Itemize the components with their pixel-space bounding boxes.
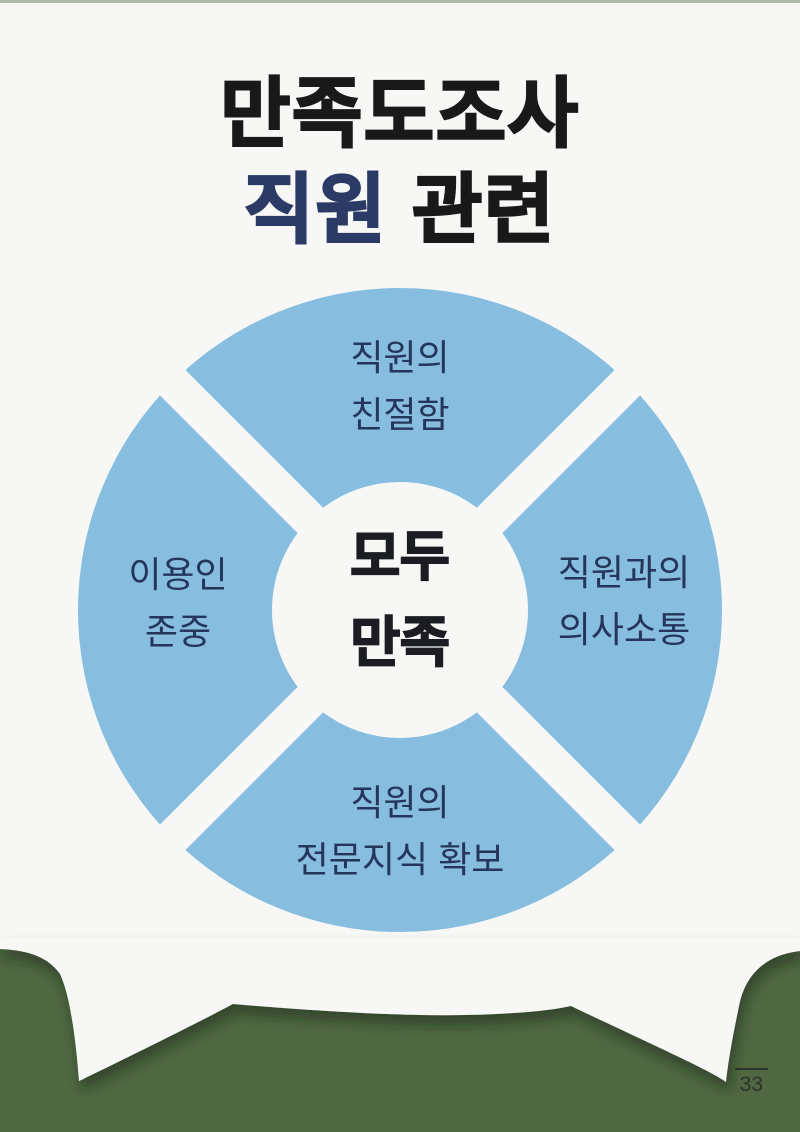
- quadrant-left-line2: 존중: [144, 611, 212, 652]
- quadrant-label-left: 이용인 존중: [53, 546, 303, 660]
- title-rest-word: 관련: [411, 167, 556, 255]
- page-title: 만족도조사 직원 관련: [0, 64, 800, 256]
- quadrant-top-line2: 친절함: [350, 394, 450, 435]
- speech-bubble-shape: [0, 938, 800, 1082]
- center-label-line2: 만족: [349, 612, 450, 674]
- quadrant-label-top: 직원의 친절함: [250, 329, 550, 443]
- quadrant-left-line1: 이용인: [128, 554, 228, 595]
- quadrant-label-right: 직원과의 의사소통: [494, 544, 754, 658]
- page-title-line1: 만족도조사: [219, 71, 580, 159]
- quadrant-bottom-line1: 직원의: [350, 782, 450, 823]
- center-label-line1: 모두: [349, 526, 450, 588]
- title-highlight-word: 직원: [243, 167, 388, 255]
- page-number: 33: [734, 1068, 768, 1097]
- top-edge-strip: [0, 0, 800, 3]
- quadrant-top-line1: 직원의: [350, 337, 450, 378]
- page-title-line2: 직원 관련: [0, 166, 800, 256]
- diagram-center-circle: [272, 482, 528, 738]
- page-number-value: 33: [734, 1068, 768, 1097]
- quadrant-bottom-line2: 전문지식 확보: [295, 839, 505, 880]
- quadrant-right-line2: 의사소통: [557, 609, 691, 650]
- quadrant-label-bottom: 직원의 전문지식 확보: [200, 774, 600, 888]
- diagram-center-label: 모두 만족: [290, 514, 510, 686]
- quadrant-right-line1: 직원과의: [557, 552, 691, 593]
